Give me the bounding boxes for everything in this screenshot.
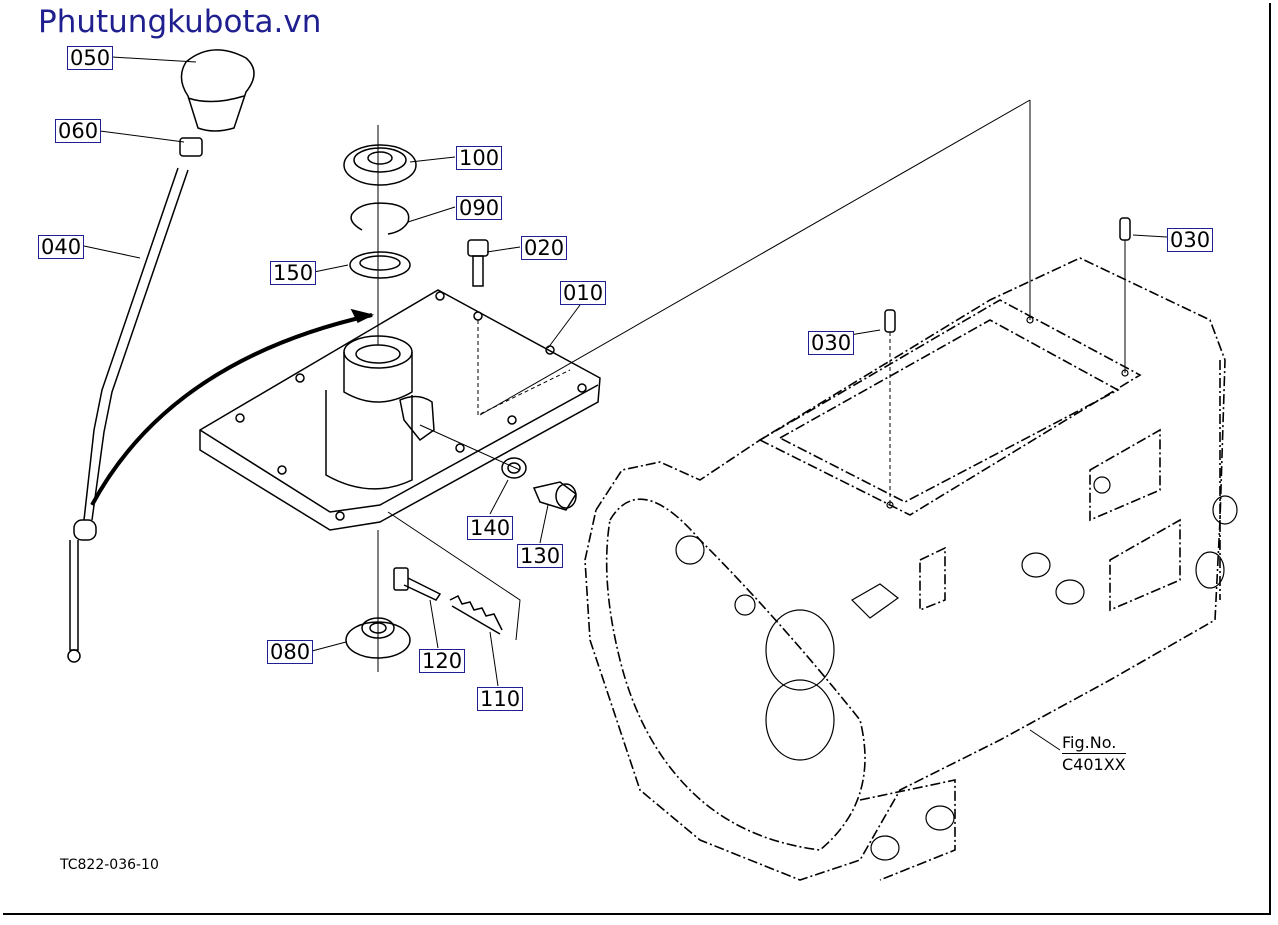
diagram-frame — [3, 3, 1271, 915]
dust-seal — [343, 144, 417, 186]
shift-knob — [180, 49, 255, 132]
figure-reference-line1: Fig.No. — [1062, 733, 1117, 752]
callout-030-left[interactable]: 030 — [808, 331, 855, 355]
figure-reference[interactable]: Fig.No. C401XX — [1062, 732, 1126, 775]
callout-030-right[interactable]: 030 — [1167, 228, 1214, 252]
plug-bolt — [467, 239, 489, 287]
callout-020[interactable]: 020 — [521, 236, 568, 260]
callout-100[interactable]: 100 — [456, 146, 503, 170]
detent-spring — [449, 594, 503, 635]
leader-lines — [83, 56, 1168, 751]
transmission-case — [584, 257, 1226, 881]
callout-080[interactable]: 080 — [267, 640, 314, 664]
assembly-arrow — [90, 313, 373, 506]
shift-cover-plate — [199, 289, 601, 531]
callout-060[interactable]: 060 — [55, 119, 102, 143]
washer — [349, 251, 411, 279]
set-bolt — [532, 481, 578, 511]
detent-pin — [393, 567, 442, 601]
callout-150[interactable]: 150 — [270, 261, 317, 285]
figure-reference-line2: C401XX — [1062, 753, 1126, 774]
o-ring — [501, 457, 527, 479]
callout-090[interactable]: 090 — [456, 196, 503, 220]
shift-lever — [67, 167, 189, 663]
drawing-id: TC822-036-10 — [60, 857, 159, 873]
lever-nut — [179, 137, 203, 157]
callout-140[interactable]: 140 — [467, 516, 514, 540]
site-title[interactable]: Phutungkubota.vn — [38, 4, 322, 40]
case-details — [675, 316, 1238, 861]
callout-040[interactable]: 040 — [38, 235, 85, 259]
callout-120[interactable]: 120 — [419, 649, 466, 673]
callout-130[interactable]: 130 — [517, 544, 564, 568]
callout-110[interactable]: 110 — [477, 687, 524, 711]
callout-050[interactable]: 050 — [67, 46, 114, 70]
callout-010[interactable]: 010 — [560, 281, 607, 305]
circlip — [350, 202, 410, 235]
dowel-pins — [884, 217, 1131, 505]
